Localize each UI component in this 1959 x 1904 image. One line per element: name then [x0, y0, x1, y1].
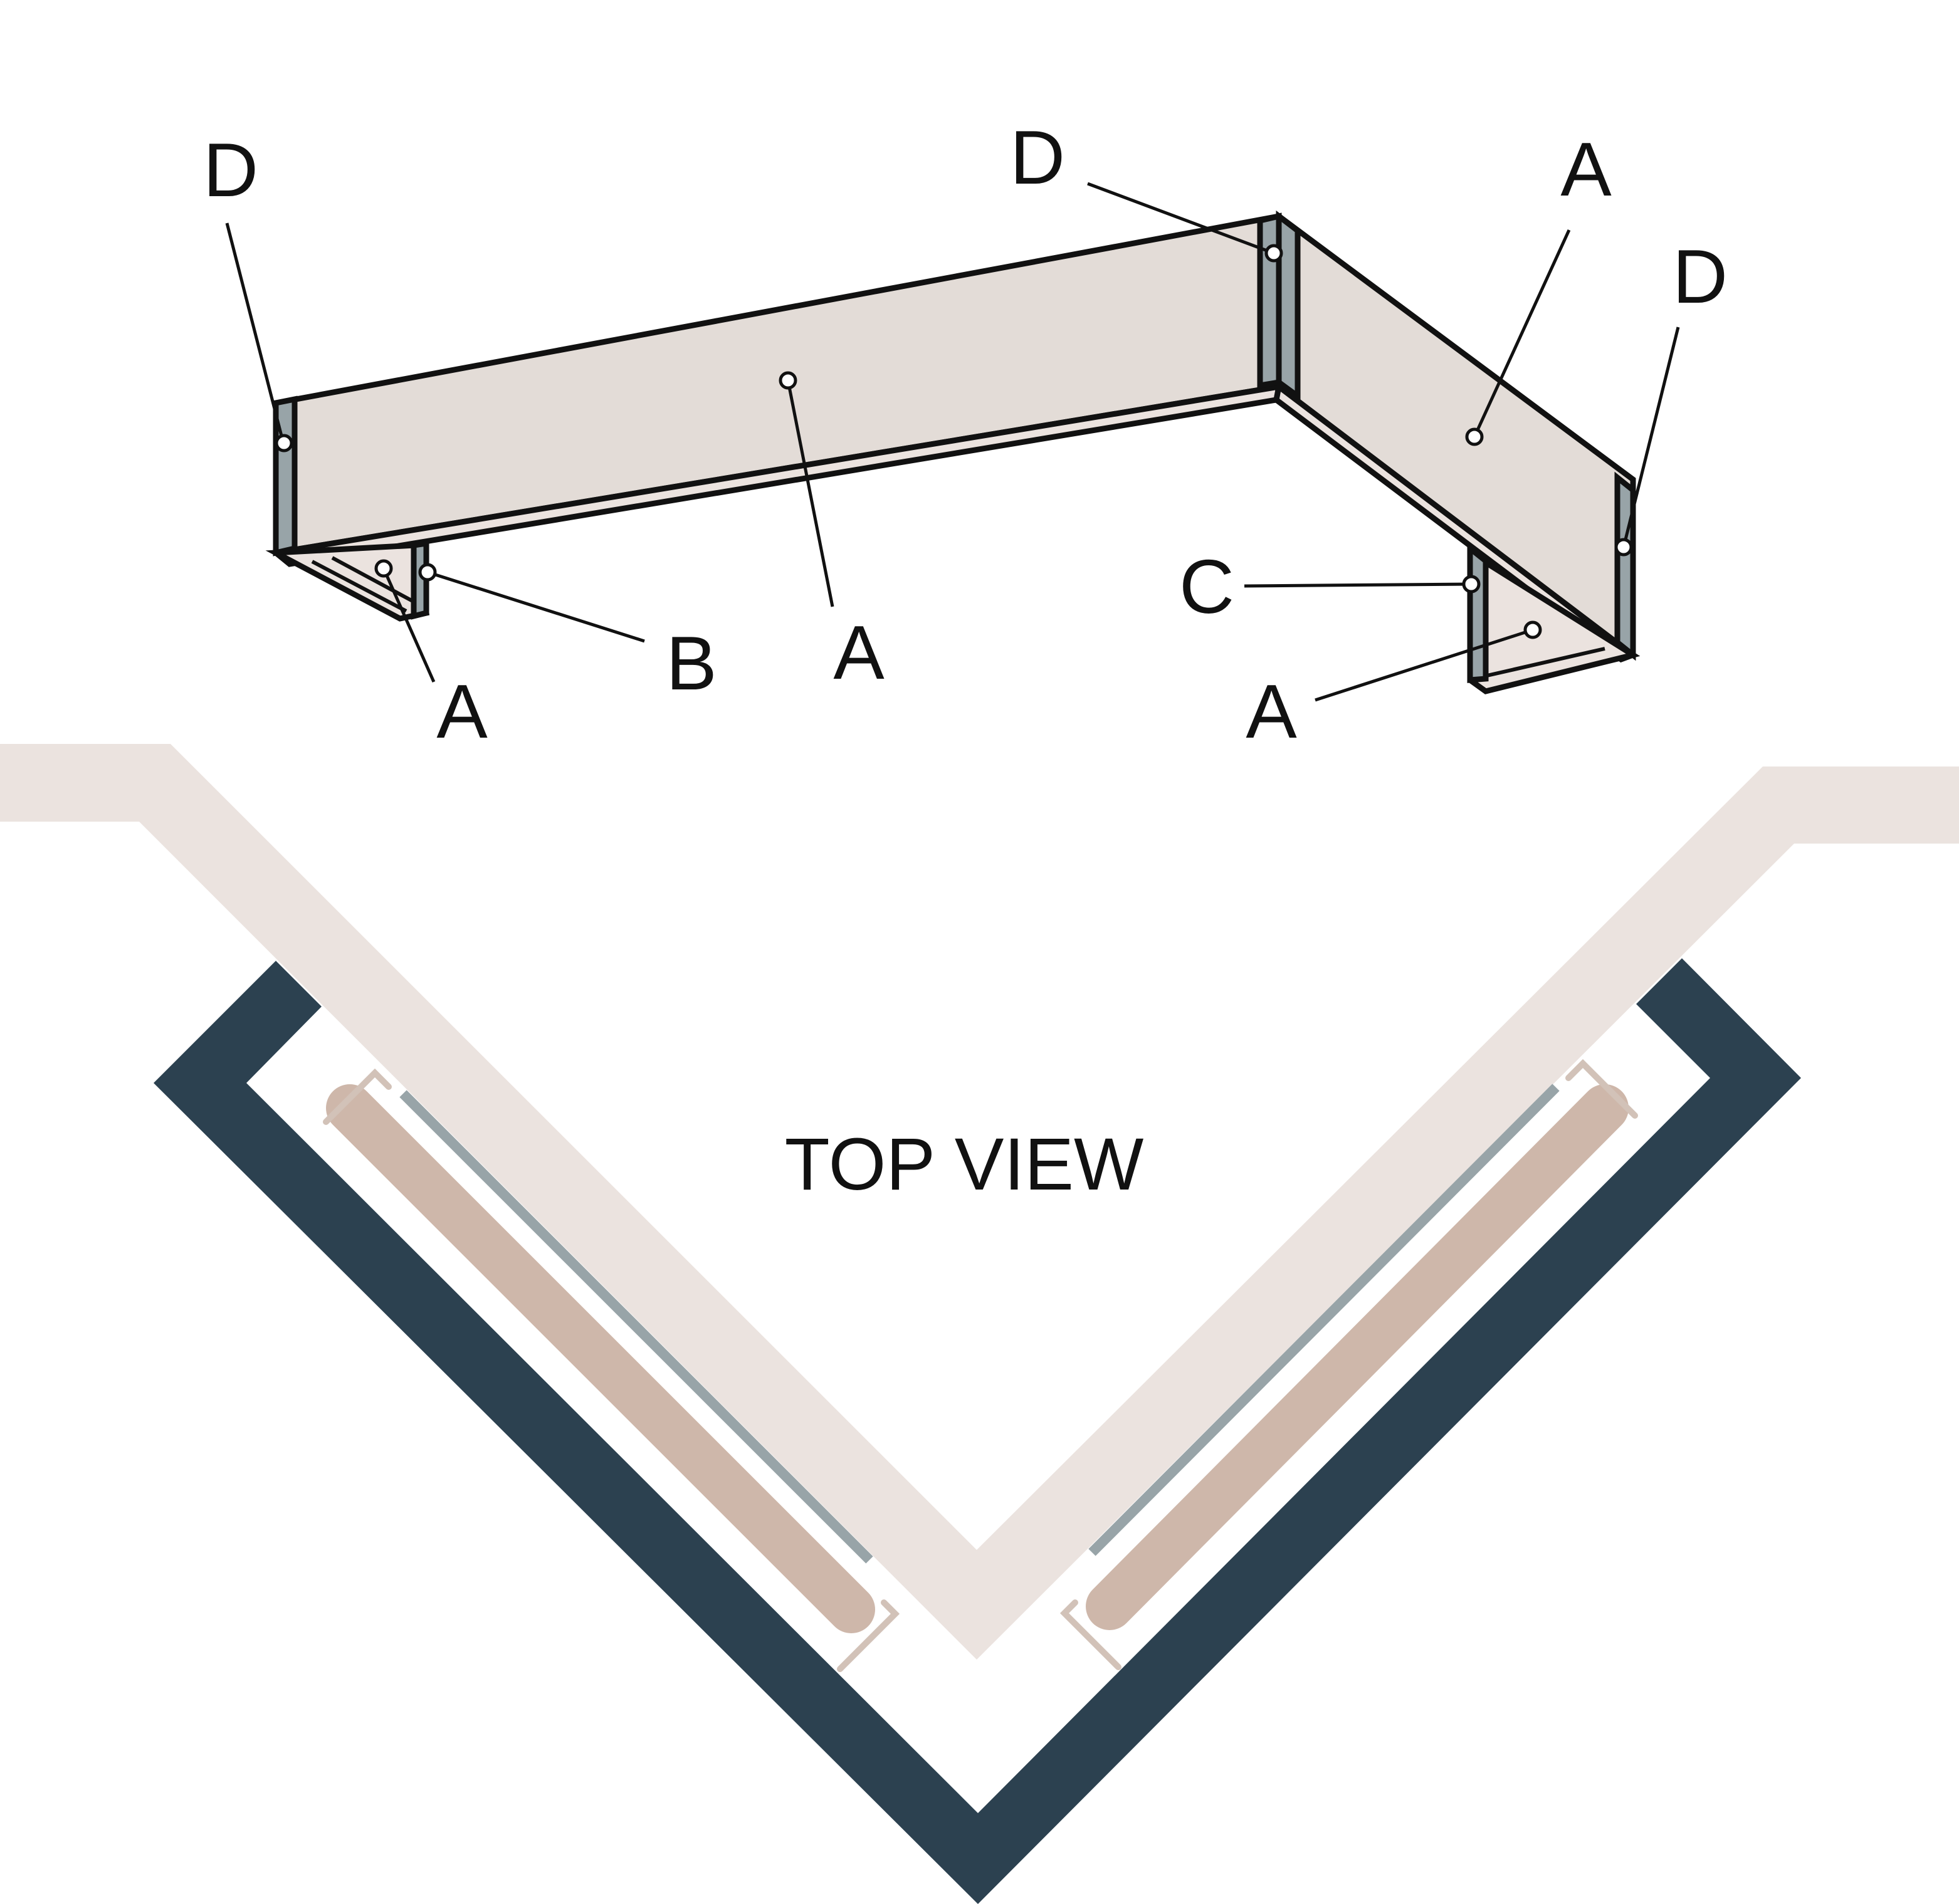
dot-a-center: [779, 371, 797, 390]
cleat-b: [411, 540, 429, 620]
right-bracket-bottom: [1059, 1599, 1121, 1670]
dot-c: [1462, 575, 1481, 594]
top-view-wall: [0, 744, 1959, 1660]
dot-d-left: [275, 434, 293, 452]
left-cleat-strip: [399, 1090, 873, 1564]
callout-a-top-right: A: [1560, 127, 1612, 212]
dot-a-right-return: [1523, 620, 1542, 639]
frame-right-arm: [978, 958, 1801, 1904]
leader-d-right: [1622, 327, 1680, 548]
left-return-inner-edge: [311, 560, 407, 613]
dot-a-top-right: [1465, 427, 1484, 446]
right-bracket-top: [1565, 1059, 1638, 1119]
cleat-d-right: [1614, 471, 1636, 661]
left-bracket-bottom: [837, 1599, 900, 1672]
cleat-d-middle-b: [1276, 210, 1301, 402]
top-view: TOP VIEW: [0, 744, 1959, 1904]
callout-a-right-return: A: [1246, 669, 1297, 754]
leader-a-left-return: [382, 567, 436, 683]
top-view-label: TOP VIEW: [785, 1123, 1144, 1206]
dot-d-middle: [1264, 244, 1283, 263]
leader-a-center: [786, 380, 834, 607]
cleat-c: [1467, 542, 1489, 683]
top-view-frame: [154, 958, 1801, 1904]
callout-a-left-return: A: [436, 669, 488, 754]
leader-b: [427, 570, 645, 643]
dot-a-left-return: [374, 559, 393, 578]
iso-assembly: D D A D C B A A A: [203, 115, 1728, 754]
frame-left-arm: [154, 961, 978, 1904]
right-cleat-strip: [1088, 1084, 1560, 1556]
right-panel: [1086, 1084, 1629, 1630]
callout-b: B: [666, 620, 717, 706]
leader-d-middle: [1087, 182, 1274, 255]
dot-b: [418, 563, 437, 582]
callout-c: C: [1179, 544, 1234, 629]
leader-c: [1244, 582, 1472, 588]
left-panel: [326, 1084, 875, 1633]
leader-d-left: [225, 222, 285, 444]
right-return-inner-edge: [1486, 647, 1605, 677]
dot-d-right: [1614, 538, 1633, 557]
leader-a-top-right: [1473, 229, 1571, 438]
callout-d-middle: D: [1010, 115, 1065, 200]
callout-d-left: D: [203, 127, 258, 212]
leader-a-right-return: [1315, 628, 1533, 702]
front-board-face: [273, 212, 1282, 557]
callout-d-right: D: [1673, 234, 1728, 319]
callout-a-center: A: [833, 610, 885, 695]
left-bracket-top: [323, 1068, 392, 1125]
left-return-inner-edge-2: [331, 556, 415, 604]
